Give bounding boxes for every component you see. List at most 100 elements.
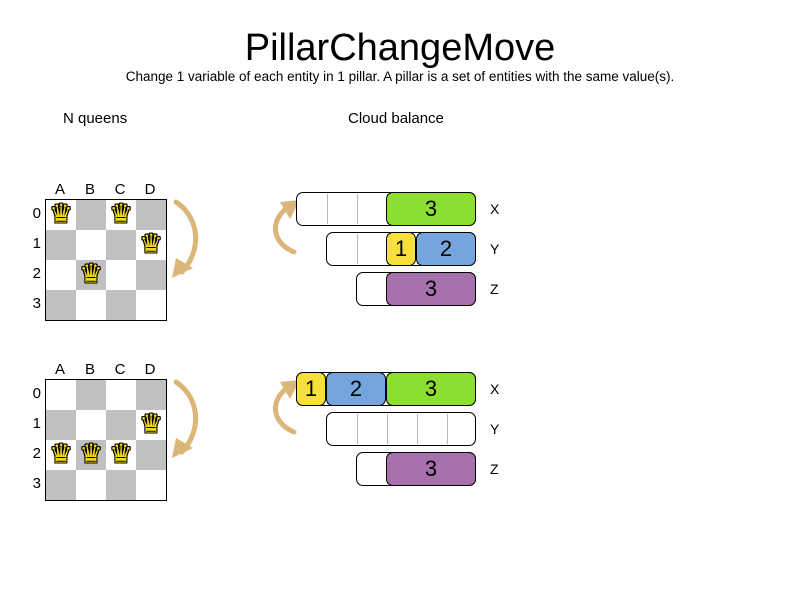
process-block[interactable]: 1 xyxy=(296,372,326,406)
column-label-b: B xyxy=(84,181,95,198)
slot-divider xyxy=(357,234,358,264)
row-label-1: 1 xyxy=(32,235,41,252)
row-label-2: 2 xyxy=(32,445,41,462)
computer-label-z: Z xyxy=(490,461,499,477)
column-label-a: A xyxy=(54,181,65,198)
board-cell-d1[interactable]: ♛ xyxy=(136,410,166,440)
board-cell-b0[interactable] xyxy=(76,380,106,410)
queen-icon: ♛ xyxy=(49,439,73,470)
row-label-2: 2 xyxy=(32,265,41,282)
board-grid: ♛♛♛♛ xyxy=(45,379,167,501)
process-label: 3 xyxy=(424,456,438,481)
board-cell-d0[interactable] xyxy=(136,380,166,410)
row-label-3: 3 xyxy=(32,475,41,492)
process-label: 2 xyxy=(349,376,363,401)
computer-capacity-bar[interactable] xyxy=(326,412,476,446)
queen-icon: ♛ xyxy=(139,229,163,260)
process-block[interactable]: 3 xyxy=(386,372,476,406)
process-block[interactable]: 2 xyxy=(326,372,386,406)
section-heading-cloud-balance: Cloud balance xyxy=(348,110,444,127)
board-cell-c1[interactable] xyxy=(106,230,136,260)
queen-icon: ♛ xyxy=(109,439,133,470)
process-label: 1 xyxy=(304,376,318,401)
process-label: 2 xyxy=(439,236,453,261)
board-cell-d2[interactable] xyxy=(136,260,166,290)
process-label: 3 xyxy=(424,376,438,401)
slot-divider xyxy=(327,194,328,224)
process-block[interactable]: 3 xyxy=(386,192,476,226)
board-cell-a3[interactable] xyxy=(46,470,76,500)
process-block[interactable]: 1 xyxy=(386,232,416,266)
queen-icon: ♛ xyxy=(49,199,73,230)
column-label-c: C xyxy=(114,181,126,198)
board-cell-b3[interactable] xyxy=(76,290,106,320)
board-cell-a0[interactable] xyxy=(46,380,76,410)
board-cell-a1[interactable] xyxy=(46,230,76,260)
process-block[interactable]: 2 xyxy=(416,232,476,266)
row-label-0: 0 xyxy=(32,385,41,402)
computer-label-y: Y xyxy=(490,421,500,437)
slot-divider xyxy=(357,414,358,444)
board-cell-a2[interactable] xyxy=(46,260,76,290)
slot-divider xyxy=(357,194,358,224)
queen-icon: ♛ xyxy=(79,439,103,470)
board-cell-d3[interactable] xyxy=(136,470,166,500)
board-cell-b2[interactable]: ♛ xyxy=(76,440,106,470)
board-cell-d3[interactable] xyxy=(136,290,166,320)
board-cell-c0[interactable]: ♛ xyxy=(106,200,136,230)
board-cell-a0[interactable]: ♛ xyxy=(46,200,76,230)
computer-row-y: Y xyxy=(326,412,506,448)
board-cell-a3[interactable] xyxy=(46,290,76,320)
computer-label-y: Y xyxy=(490,241,500,257)
queen-icon: ♛ xyxy=(79,259,103,290)
board-cell-b1[interactable] xyxy=(76,230,106,260)
board-cell-b3[interactable] xyxy=(76,470,106,500)
column-label-c: C xyxy=(114,361,126,378)
slot-divider xyxy=(387,414,388,444)
board-cell-a2[interactable]: ♛ xyxy=(46,440,76,470)
column-label-b: B xyxy=(84,361,95,378)
board-cell-c2[interactable]: ♛ xyxy=(106,440,136,470)
board-cell-d2[interactable] xyxy=(136,440,166,470)
board-grid: ♛♛♛♛ xyxy=(45,199,167,321)
process-label: 1 xyxy=(394,236,408,261)
page-title: PillarChangeMove xyxy=(244,27,556,69)
section-heading-nqueens: N queens xyxy=(63,110,128,127)
queen-icon: ♛ xyxy=(139,409,163,440)
move-arrow-nqueens-after xyxy=(172,379,198,458)
board-cell-b1[interactable] xyxy=(76,410,106,440)
computer-label-z: Z xyxy=(490,281,499,297)
board-cell-c3[interactable] xyxy=(106,290,136,320)
row-label-3: 3 xyxy=(32,295,41,312)
row-labels: 0 1 2 3 xyxy=(28,379,44,499)
board-cell-a1[interactable] xyxy=(46,410,76,440)
board-cell-c1[interactable] xyxy=(106,410,136,440)
board-cell-d0[interactable] xyxy=(136,200,166,230)
slot-divider xyxy=(417,414,418,444)
computer-row-y: 1 2 Y xyxy=(326,232,506,268)
slot-divider xyxy=(447,414,448,444)
page-subtitle: Change 1 variable of each entity in 1 pi… xyxy=(125,69,675,84)
board-cell-c2[interactable] xyxy=(106,260,136,290)
board-cell-d1[interactable]: ♛ xyxy=(136,230,166,260)
board-cell-c0[interactable] xyxy=(106,380,136,410)
process-label: 3 xyxy=(424,196,438,221)
row-label-1: 1 xyxy=(32,415,41,432)
queen-icon: ♛ xyxy=(109,199,133,230)
board-cell-b2[interactable]: ♛ xyxy=(76,260,106,290)
process-block[interactable]: 3 xyxy=(386,272,476,306)
process-block[interactable]: 3 xyxy=(386,452,476,486)
board-cell-b0[interactable] xyxy=(76,200,106,230)
computer-label-x: X xyxy=(490,201,500,217)
board-cell-c3[interactable] xyxy=(106,470,136,500)
column-label-d: D xyxy=(144,361,156,378)
move-arrow-nqueens-before xyxy=(172,199,198,278)
process-label: 3 xyxy=(424,276,438,301)
move-arrow-cloud-before xyxy=(273,200,300,255)
